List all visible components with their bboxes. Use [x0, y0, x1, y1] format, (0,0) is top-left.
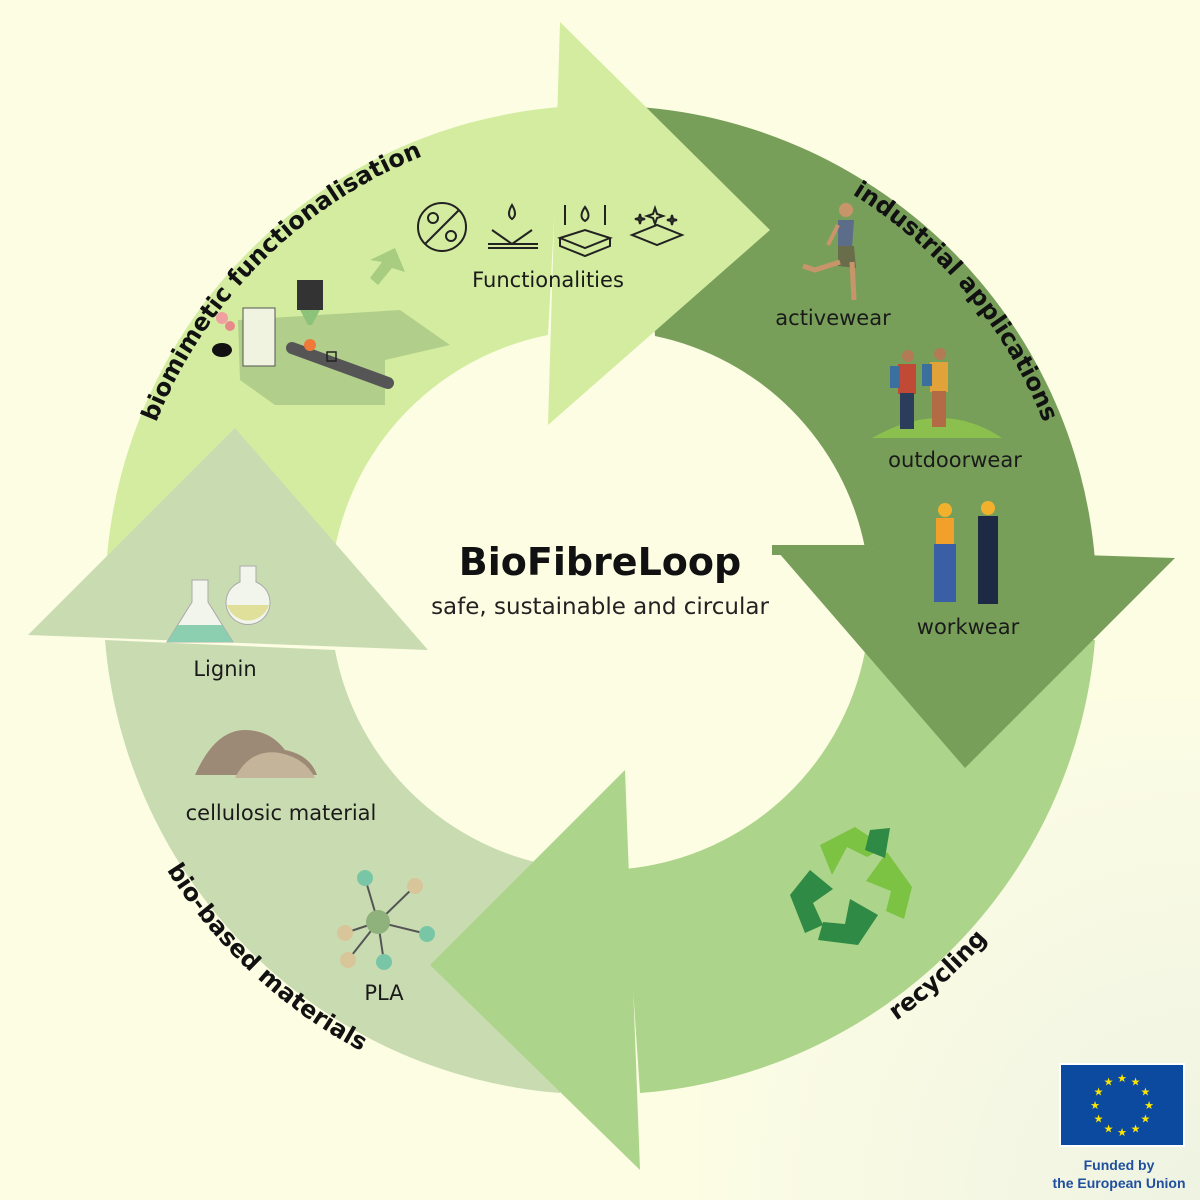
eu-flag-logo: ★★★★★★★★★★★★ — [1059, 1063, 1185, 1147]
eu-star-icon: ★ — [1131, 1122, 1141, 1135]
industrial-arrowhead — [772, 545, 1175, 768]
industrial-arrow-joint — [772, 545, 872, 555]
functionalities-icons — [417, 202, 685, 258]
eu-star-icon: ★ — [1090, 1099, 1100, 1112]
workwear-label: workwear — [917, 615, 1020, 639]
lignin-label: Lignin — [193, 657, 256, 681]
arrow-icon — [370, 248, 405, 285]
hikers-icon — [872, 348, 1002, 438]
molecule-icon — [337, 870, 435, 970]
spider-icon — [212, 343, 232, 357]
eu-star-icon: ★ — [1117, 1126, 1127, 1139]
pla-label: PLA — [364, 981, 404, 1005]
recycling-arrowhead — [430, 770, 640, 1170]
breathable-icon — [557, 205, 613, 258]
eu-star-icon: ★ — [1140, 1086, 1150, 1099]
eu-star-icon: ★ — [1094, 1086, 1104, 1099]
nozzle-icon — [297, 280, 323, 310]
cellulosic-label: cellulosic material — [186, 801, 377, 825]
antimicrobial-icon — [417, 202, 467, 252]
funding-line-2: the European Union — [1052, 1175, 1186, 1191]
funding-notice: Funded by the European Union — [1040, 1156, 1198, 1192]
workers-icon — [934, 501, 998, 604]
biomimetic-arrowhead — [548, 22, 770, 425]
biobased-arrowhead — [28, 428, 428, 650]
eu-star-icon: ★ — [1140, 1113, 1150, 1126]
cellulose-pile-icon — [195, 730, 317, 778]
flower-icon — [216, 312, 228, 324]
funding-line-1: Funded by — [1083, 1157, 1155, 1173]
eu-star-icon: ★ — [1144, 1099, 1154, 1112]
eu-star-icon: ★ — [1131, 1076, 1141, 1089]
water-repellent-icon — [488, 203, 538, 249]
eu-star-icon: ★ — [1104, 1122, 1114, 1135]
functionalities-label: Functionalities — [472, 268, 624, 292]
sparkle-icon — [629, 204, 685, 247]
activewear-label: activewear — [775, 306, 891, 330]
flask-icon — [166, 565, 271, 643]
eu-star-icon: ★ — [1094, 1113, 1104, 1126]
outdoorwear-label: outdoorwear — [888, 448, 1022, 472]
eu-star-icon: ★ — [1117, 1072, 1127, 1085]
eu-stars-icon: ★★★★★★★★★★★★ — [1090, 1072, 1154, 1139]
runner-icon — [802, 203, 857, 301]
subtitle: safe, sustainable and circular — [431, 594, 769, 620]
page-title: BioFibreLoop — [459, 540, 741, 584]
recycle-icon — [790, 827, 912, 945]
electrospinning-illustration — [212, 248, 450, 405]
eu-star-icon: ★ — [1104, 1076, 1114, 1089]
